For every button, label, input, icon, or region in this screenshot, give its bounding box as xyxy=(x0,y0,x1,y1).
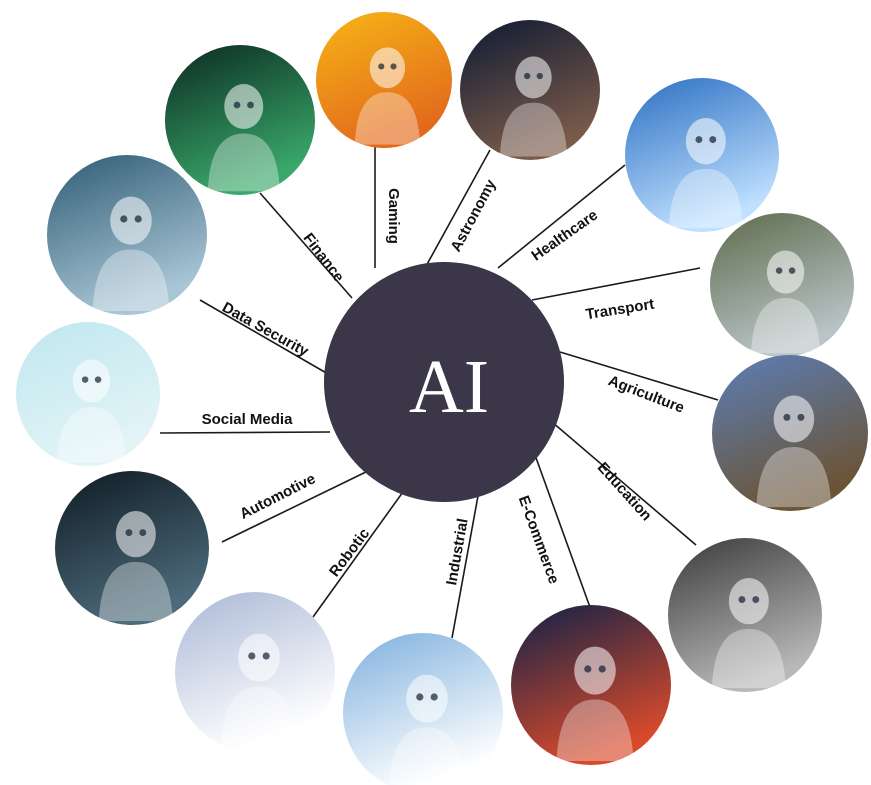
digital-doctor-icon xyxy=(625,78,779,232)
factory-chimneys-icon xyxy=(343,633,503,785)
spoke-line-social-media xyxy=(159,431,331,434)
spoke-line-transport xyxy=(531,267,701,301)
robot-blackboard-icon xyxy=(668,538,822,692)
robot-gamepad-icon xyxy=(316,12,452,148)
hub-circle xyxy=(324,262,564,502)
spoke-label-ecommerce: E-Commerce xyxy=(515,493,563,586)
spoke-line-healthcare xyxy=(497,164,626,269)
spoke-line-astronomy xyxy=(424,149,491,269)
spoke-line-automotive xyxy=(221,469,371,543)
spoke-label-finance: Finance xyxy=(300,230,348,286)
spoke-label-data-security: Data Security xyxy=(219,299,312,361)
robot-hand-network-icon xyxy=(511,605,671,765)
spoke-line-data-security xyxy=(199,299,336,379)
spoke-label-gaming: Gaming xyxy=(385,188,402,244)
spoke-line-finance xyxy=(259,192,353,299)
autonomous-traffic-icon xyxy=(710,213,854,357)
spoke-images xyxy=(16,12,868,785)
spoke-lines xyxy=(159,145,719,639)
ai-hub: AI xyxy=(324,262,564,502)
spoke-label-robotic: Robotic xyxy=(326,525,373,580)
spoke-line-education xyxy=(544,415,697,546)
spoke-line-robotic xyxy=(312,477,414,618)
spoke-label-social-media: Social Media xyxy=(202,411,294,428)
cyborg-face-icon xyxy=(460,20,600,160)
spoke-line-industrial xyxy=(451,484,481,639)
robot-tablet-chart-icon xyxy=(165,45,315,195)
spoke-label-astronomy: Astronomy xyxy=(447,176,499,254)
spoke-label-healthcare: Healthcare xyxy=(528,207,601,265)
smart-crop-icon xyxy=(712,355,868,511)
spoke-label-education: Education xyxy=(594,459,655,524)
robot-security-icon xyxy=(47,155,207,315)
wireframe-car-icon xyxy=(55,471,209,625)
spoke-line-ecommerce xyxy=(534,454,592,611)
robot-hand-apps-icon xyxy=(16,322,160,466)
hub-label: AI xyxy=(409,345,489,429)
spoke-line-agriculture xyxy=(559,351,719,401)
humanoid-robot-icon xyxy=(175,592,335,752)
spoke-label-transport: Transport xyxy=(584,296,655,324)
